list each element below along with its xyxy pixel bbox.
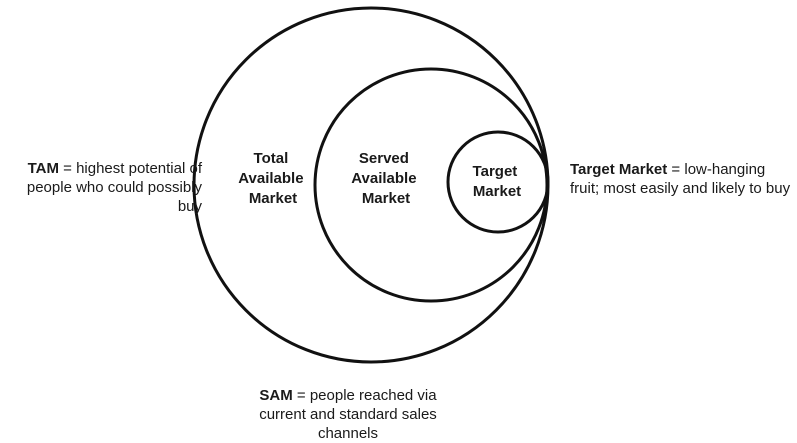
tam-circle-label: Total Available Market	[238, 150, 307, 207]
target-market-term: Target Market	[570, 161, 668, 178]
tam-annotation: TAM = highest potential of people who co…	[2, 159, 202, 216]
sam-description: = people reached via current and standar…	[259, 387, 437, 442]
sam-term: SAM	[259, 387, 293, 404]
target-market-circle	[446, 130, 550, 234]
sam-annotation: SAM = people reached via current and sta…	[248, 386, 448, 443]
target-market-description: = low-hanging fruit; most easily and lik…	[570, 161, 791, 197]
sam-circle-label: Served Available Market	[351, 150, 420, 207]
tam-description: = highest potential of people who could …	[26, 160, 202, 215]
target-market-circle-label: Target Market	[473, 163, 522, 200]
target-market-annotation: Target Market = low-hanging fruit; most …	[570, 160, 795, 198]
tam-term: TAM	[27, 160, 59, 177]
